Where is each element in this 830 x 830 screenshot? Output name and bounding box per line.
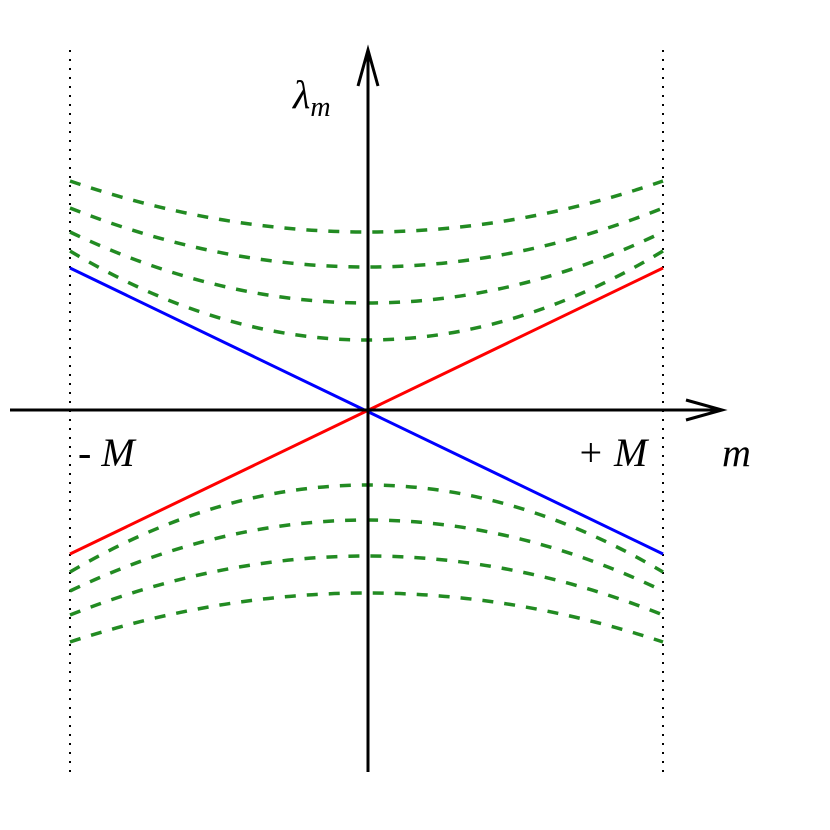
y-axis-arrowhead xyxy=(356,44,380,87)
lower-dashed-curve-3 xyxy=(69,554,664,617)
x-axis-label: m xyxy=(722,430,751,475)
upper-dashed-curve-2 xyxy=(69,206,664,269)
x-axis-arrowhead xyxy=(685,398,728,422)
right-bound-label: + M xyxy=(577,430,650,475)
y-axis-label: λm xyxy=(292,72,331,123)
left-bound-label: - M xyxy=(78,430,137,475)
